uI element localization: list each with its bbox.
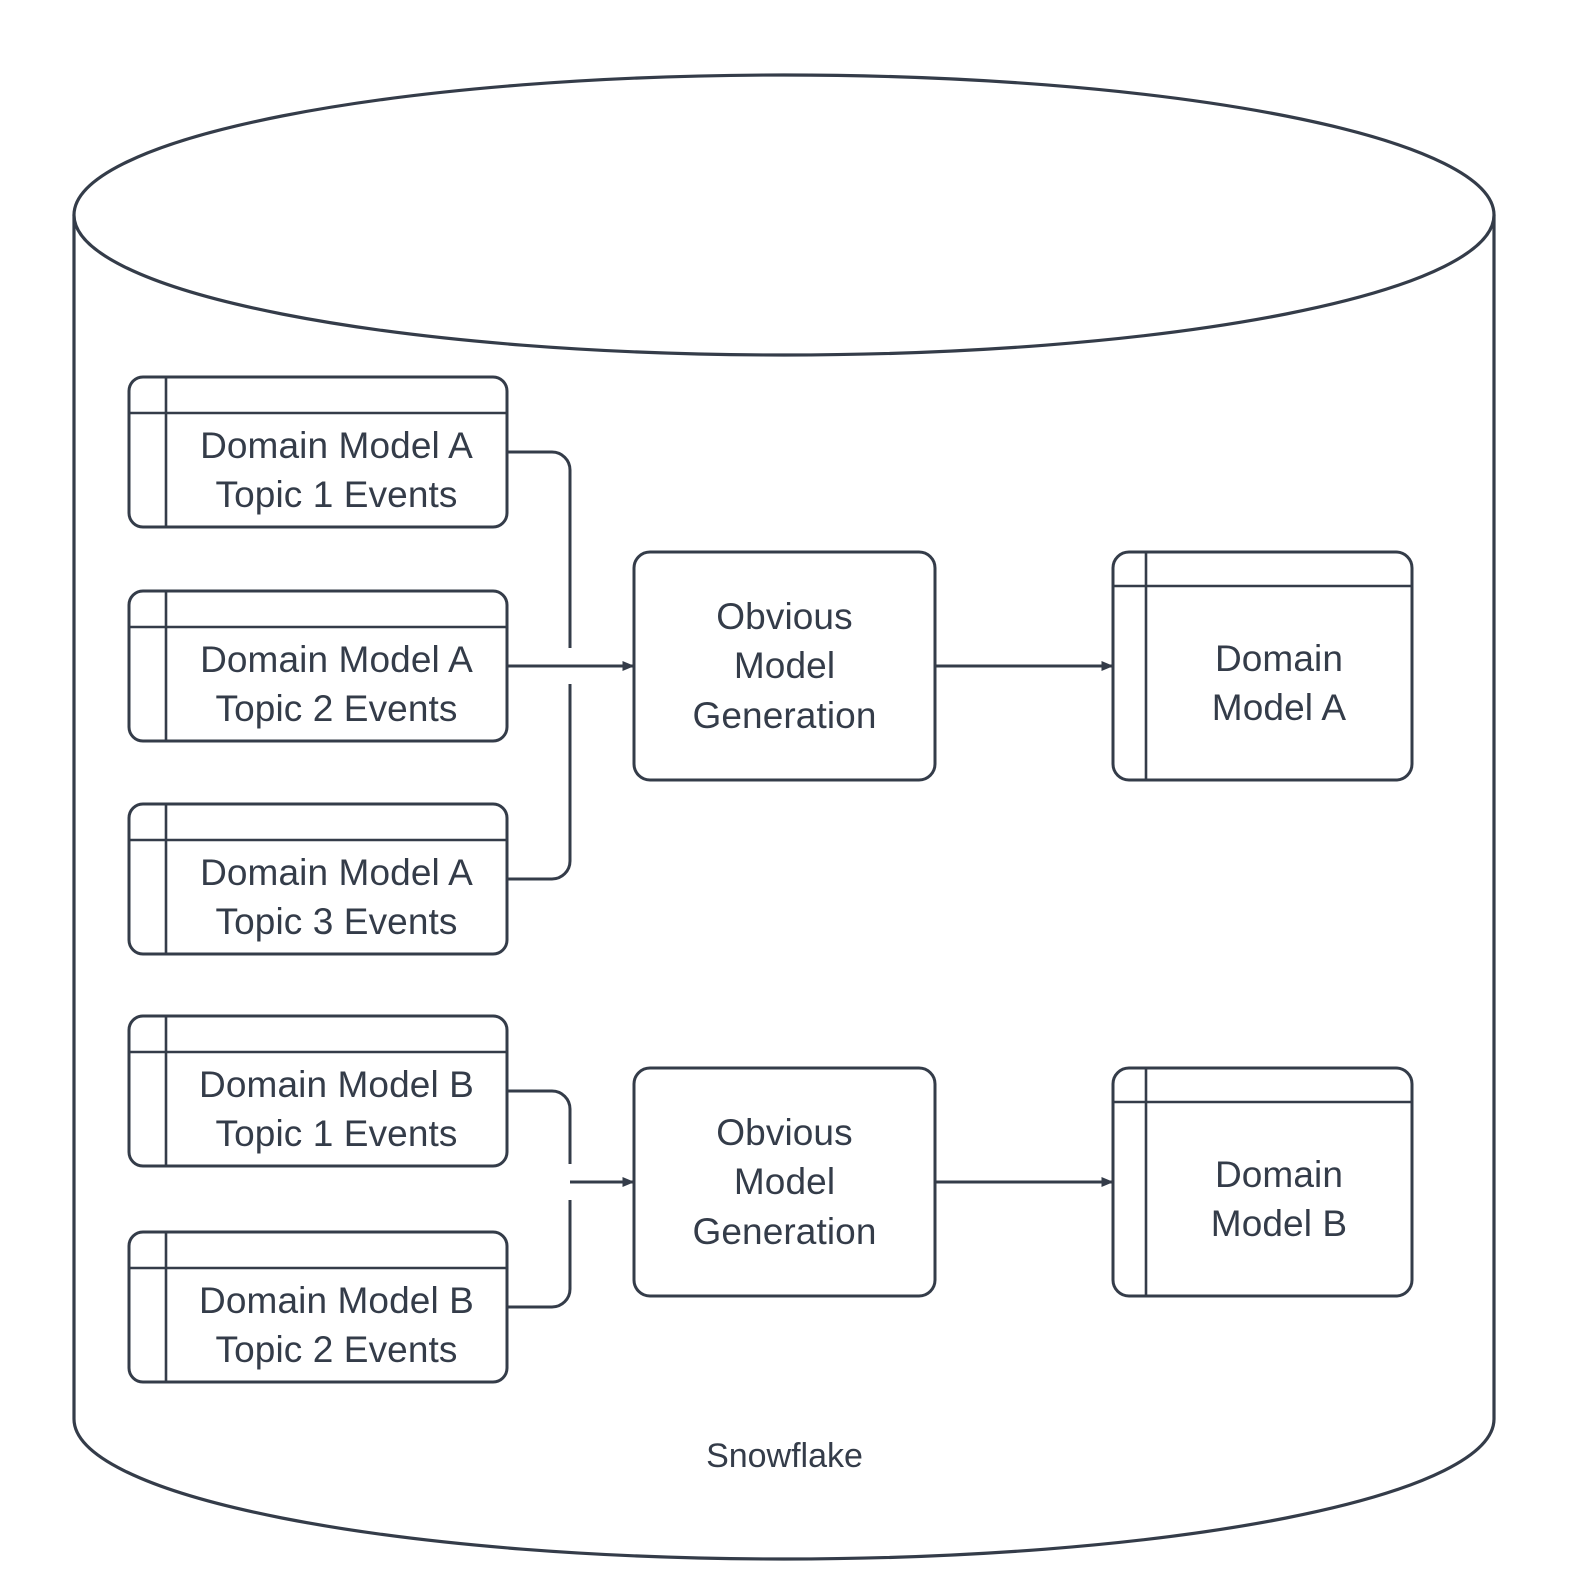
edge-b1-to-omgB <box>507 1089 572 1164</box>
source-node-b2[interactable] <box>127 1230 509 1384</box>
output-node-dmA[interactable] <box>1111 550 1414 782</box>
source-node-a2[interactable] <box>127 589 509 743</box>
process-node-omgA[interactable] <box>632 550 937 782</box>
edge-a1-to-omgA <box>507 450 572 648</box>
process-node-omgB[interactable] <box>632 1066 937 1298</box>
snowflake-container-label: Snowflake <box>706 1437 863 1475</box>
edge-a3-to-omgA <box>507 684 572 881</box>
output-node-dmB[interactable] <box>1111 1066 1414 1298</box>
source-node-a1[interactable] <box>127 375 509 529</box>
edge-b2-to-omgB <box>507 1200 572 1309</box>
source-node-b1[interactable] <box>127 1014 509 1168</box>
source-node-a3[interactable] <box>127 802 509 956</box>
